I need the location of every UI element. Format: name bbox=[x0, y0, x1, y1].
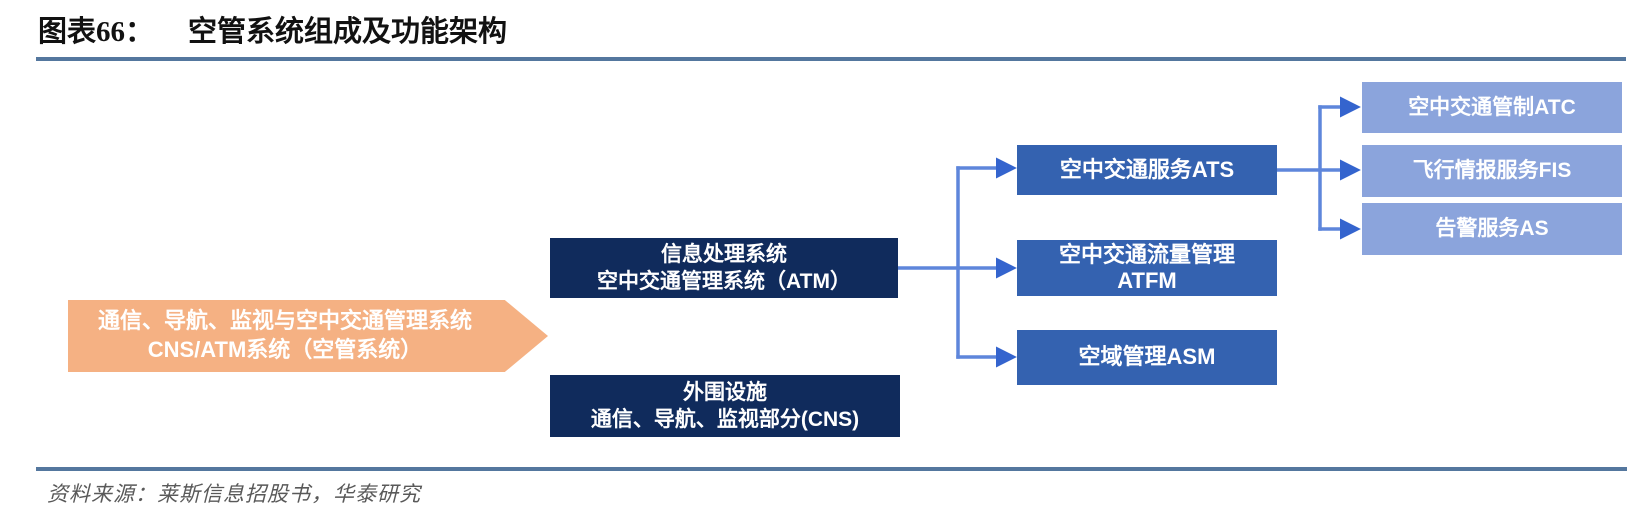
node-as-label: 告警服务AS bbox=[1435, 217, 1549, 241]
node-atc: 空中交通管制ATC bbox=[1362, 82, 1622, 133]
node-atfm: 空中交通流量管理 ATFM bbox=[1017, 240, 1277, 296]
node-fis-label: 飞行情报服务FIS bbox=[1412, 159, 1572, 183]
node-peripheral-cns: 外围设施 通信、导航、监视部分(CNS) bbox=[550, 375, 900, 437]
node-atc-label: 空中交通管制ATC bbox=[1408, 95, 1576, 119]
node-atfm-line1: 空中交通流量管理 bbox=[1058, 241, 1235, 267]
node-atm-line1: 信息处理系统 bbox=[661, 242, 787, 266]
node-information-processing-atm: 信息处理系统 空中交通管理系统（ATM） bbox=[550, 238, 898, 298]
node-cns-atm-system-line2: CNS/ATM系统（空管系统） bbox=[147, 337, 423, 362]
figure-title-row: 图表66： 空管系统组成及功能架构 bbox=[38, 8, 507, 50]
node-fis: 飞行情报服务FIS bbox=[1362, 145, 1622, 197]
node-asm: 空域管理ASM bbox=[1017, 330, 1277, 385]
node-cns-line2: 通信、导航、监视部分(CNS) bbox=[590, 408, 860, 431]
node-cns-atm-system-line1: 通信、导航、监视与空中交通管理系统 bbox=[97, 308, 472, 334]
source-note: 资料来源：莱斯信息招股书，华泰研究 bbox=[47, 482, 421, 506]
node-ats: 空中交通服务ATS bbox=[1017, 145, 1277, 195]
node-cns-line1: 外围设施 bbox=[683, 380, 767, 404]
node-asm-label: 空域管理ASM bbox=[1078, 344, 1216, 370]
title-underline bbox=[36, 57, 1626, 61]
node-as: 告警服务AS bbox=[1362, 203, 1622, 255]
node-cns-atm-system: 通信、导航、监视与空中交通管理系统 CNS/ATM系统（空管系统） bbox=[68, 300, 548, 372]
figure-number-label: 图表66： bbox=[38, 16, 155, 48]
node-atfm-line2: ATFM bbox=[1117, 268, 1177, 293]
footer-divider bbox=[36, 467, 1627, 471]
node-atm-line2: 空中交通管理系统（ATM） bbox=[597, 270, 851, 293]
figure-title: 空管系统组成及功能架构 bbox=[188, 16, 508, 48]
node-ats-label: 空中交通服务ATS bbox=[1059, 156, 1235, 182]
